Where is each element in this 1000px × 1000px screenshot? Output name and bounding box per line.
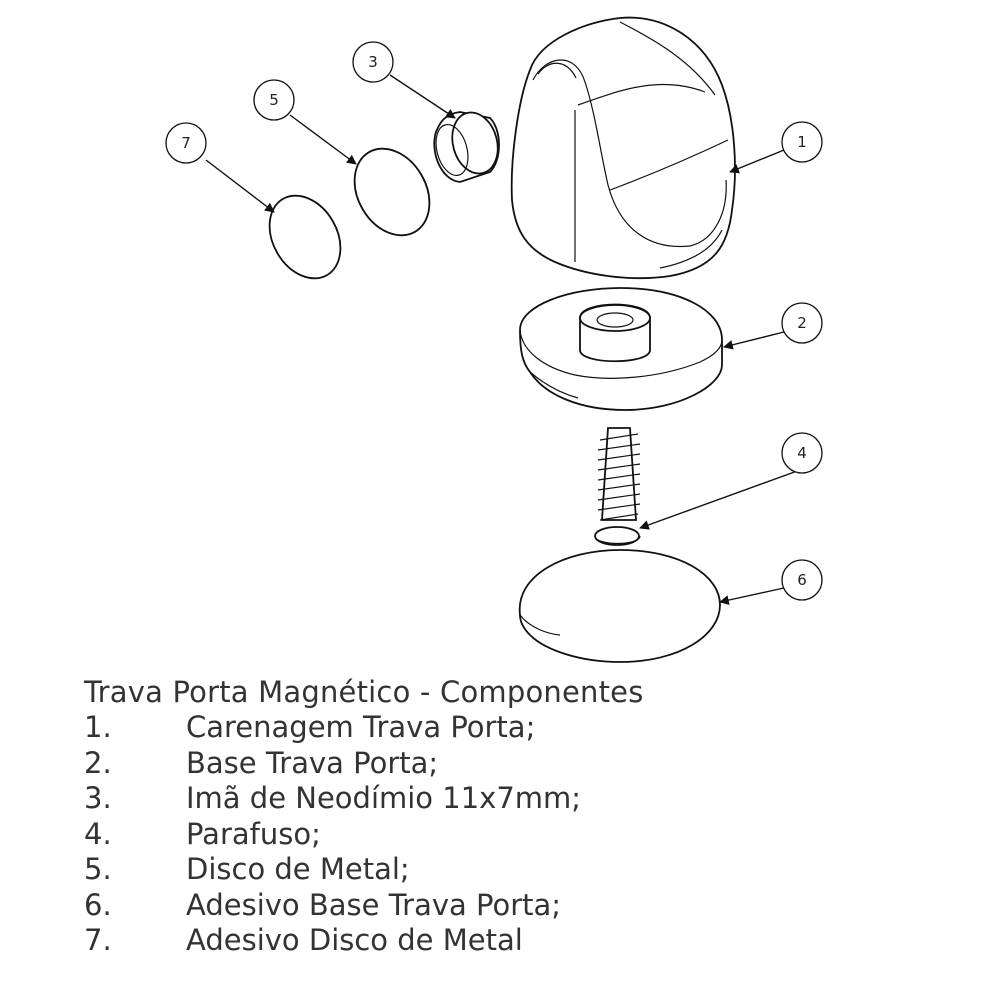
legend-item: 4. Parafuso; (84, 817, 964, 853)
svg-text:1: 1 (797, 133, 807, 151)
callout-2: 2 (781, 302, 823, 344)
legend-item-label: Base Trava Porta; (186, 745, 439, 780)
adhesive-base-part (518, 549, 721, 663)
legend-item-label: Carenagem Trava Porta; (186, 710, 536, 744)
legend-item: 5. Disco de Metal; (84, 852, 964, 888)
svg-text:2: 2 (797, 314, 807, 332)
svg-text:7: 7 (181, 134, 191, 152)
exploded-view-diagram: 1 2 3 4 5 6 7 (165, 16, 823, 663)
callout-3: 3 (352, 41, 394, 83)
legend-item: 6. Adesivo Base Trava Porta; (84, 888, 964, 924)
base-part (519, 287, 723, 411)
screw-part (594, 427, 641, 546)
components-legend: Trava Porta Magnético - Componentes 1. C… (84, 674, 964, 959)
svg-text:6: 6 (797, 571, 807, 589)
legend-item-number: 6. (84, 887, 112, 922)
legend-item-number: 3. (84, 781, 112, 815)
metal-disc-part (353, 147, 431, 237)
callout-7: 7 (165, 122, 207, 164)
legend-item: 3. Imã de Neodímio 11x7mm; (84, 781, 964, 817)
callout-1: 1 (781, 121, 823, 163)
legend-item-label: Parafuso; (186, 816, 321, 851)
legend-item-number: 1. (84, 710, 112, 744)
housing-part (510, 16, 736, 280)
legend-item-number: 2. (84, 745, 112, 780)
legend-item: 2. Base Trava Porta; (84, 746, 964, 782)
legend-item-number: 5. (84, 852, 112, 886)
legend-item-label: Adesivo Base Trava Porta; (186, 887, 562, 922)
svg-text:5: 5 (269, 91, 279, 109)
legend-item-label: Imã de Neodímio 11x7mm; (186, 781, 582, 815)
adhesive-disc-part (268, 194, 342, 280)
svg-text:4: 4 (797, 444, 807, 462)
legend-item: 1. Carenagem Trava Porta; (84, 710, 964, 746)
magnet-part (433, 111, 500, 183)
callout-4: 4 (781, 432, 823, 474)
legend-item-label: Adesivo Disco de Metal (186, 923, 523, 957)
legend-item-label: Disco de Metal; (186, 852, 410, 886)
svg-text:3: 3 (368, 53, 378, 71)
callout-lines (205, 74, 801, 605)
legend-item-number: 7. (84, 923, 112, 957)
callout-5: 5 (253, 79, 295, 121)
legend-title: Trava Porta Magnético - Componentes (84, 675, 644, 709)
legend-item: 7. Adesivo Disco de Metal (84, 923, 964, 959)
legend-item-number: 4. (84, 816, 112, 851)
callout-6: 6 (781, 559, 823, 601)
